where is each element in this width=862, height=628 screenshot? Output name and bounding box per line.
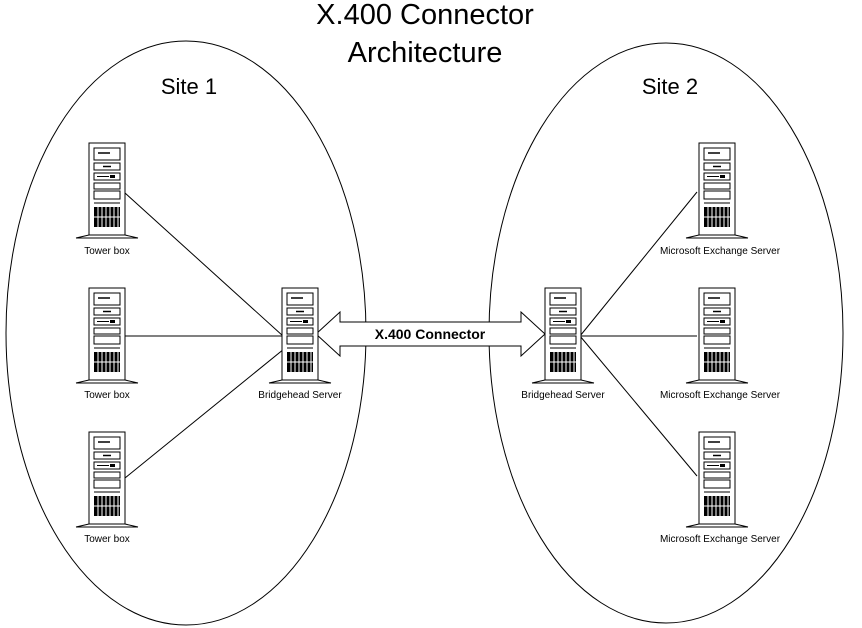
server-tower-icon: [685, 431, 749, 528]
link-site1-top: [124, 192, 284, 337]
site1-server-middle-label: Tower box: [84, 390, 130, 401]
server-tower-icon: [75, 431, 139, 528]
site1-server-bottom-label: Tower box: [84, 534, 130, 545]
site2-server-top: Microsoft Exchange Server: [660, 142, 781, 257]
site1-server-top-label: Tower box: [84, 246, 130, 257]
site2-label: Site 2: [642, 74, 698, 99]
site1-label: Site 1: [161, 74, 217, 99]
site1-server-bottom: Tower box: [75, 431, 139, 545]
link-site2-bottom: [579, 335, 698, 477]
site1-server-top: Tower box: [75, 142, 139, 257]
site2-bridgehead-server: Bridgehead Server: [521, 287, 605, 401]
server-tower-icon: [75, 142, 139, 239]
diagram-title-line1: X.400 Connector: [316, 0, 534, 31]
site1-bridgehead-server: Bridgehead Server: [258, 287, 342, 401]
x400-connector-label: X.400 Connector: [375, 326, 486, 342]
site1-bridgehead-label: Bridgehead Server: [258, 390, 342, 401]
site2-server-top-label: Microsoft Exchange Server: [660, 246, 781, 257]
site2-server-bottom-label: Microsoft Exchange Server: [660, 534, 781, 545]
site2-server-middle-label: Microsoft Exchange Server: [660, 390, 781, 401]
diagram-title-line2: Architecture: [348, 37, 503, 69]
site1-server-middle: Tower box: [75, 287, 139, 401]
server-tower-icon: [685, 142, 749, 239]
link-site2-top: [579, 191, 698, 337]
site2-bridgehead-label: Bridgehead Server: [521, 390, 605, 401]
site2-server-middle: Microsoft Exchange Server: [660, 287, 781, 401]
link-site1-bottom: [124, 335, 301, 479]
site2-server-bottom: Microsoft Exchange Server: [660, 431, 781, 545]
